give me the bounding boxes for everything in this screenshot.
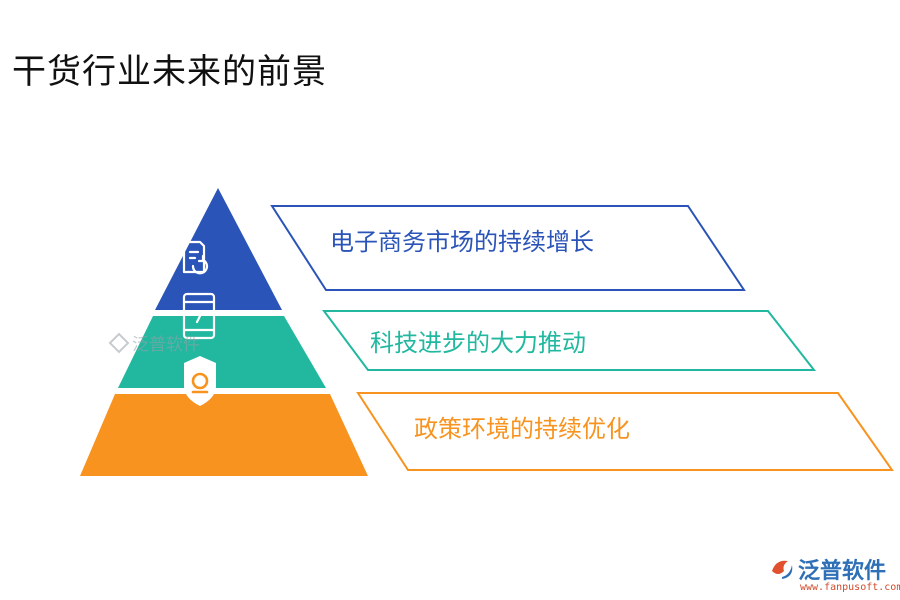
brand-logo-name: 泛普软件 [798, 559, 887, 584]
pyramid-tier-middle [118, 316, 326, 388]
label-box-2 [322, 310, 817, 371]
pyramid-tier-bottom [80, 394, 368, 476]
watermark-text: 泛普软件 [132, 335, 200, 355]
document-refresh-icon [182, 240, 209, 275]
brand-logo-icon [772, 560, 793, 579]
watermark: 泛普软件 [108, 328, 208, 358]
shield-icon [184, 356, 216, 406]
page-title: 干货行业未来的前景 [12, 52, 327, 92]
label-box-1 [270, 205, 746, 291]
brand-logo: 泛普软件 www.fanpusoft.com [768, 553, 900, 597]
label-text-3: 政策环境的持续优化 [414, 415, 630, 443]
watermark-logo-icon [108, 332, 130, 354]
label-text-2: 科技进步的大力推动 [370, 329, 586, 357]
brand-logo-url: www.fanpusoft.com [800, 582, 900, 593]
label-box-3 [356, 392, 894, 471]
pyramid-tier-top [155, 188, 282, 310]
label-text-1: 电子商务市场的持续增长 [330, 228, 594, 256]
tablet-icon [182, 292, 216, 340]
